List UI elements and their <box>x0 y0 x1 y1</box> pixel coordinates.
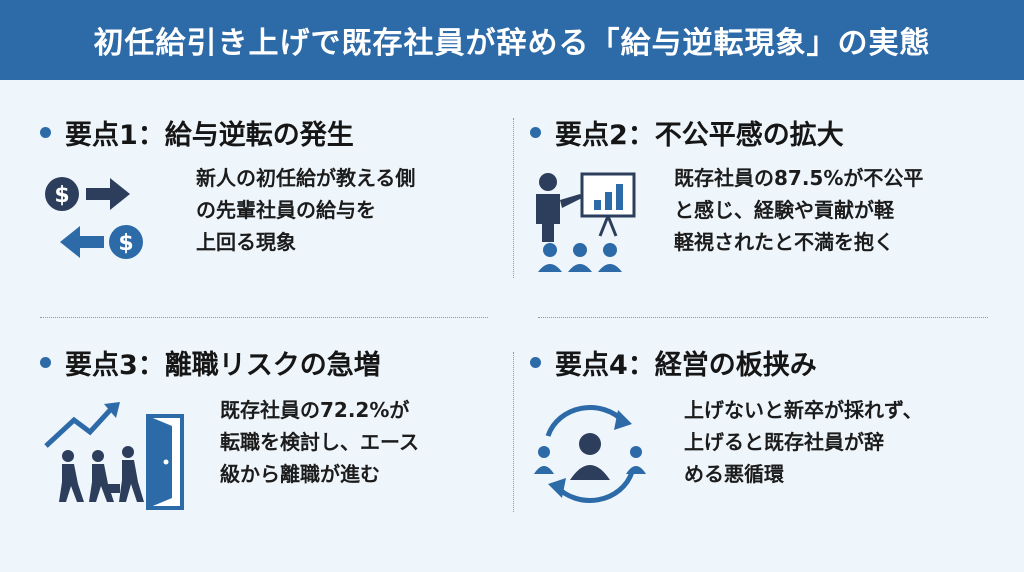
point-title-text-4: 要点4：経営の板挟み <box>555 349 817 381</box>
point-line: 上げると既存社員が辞 <box>684 430 884 454</box>
point-line: 転職を検討し、エース <box>220 430 419 454</box>
point-line: 新人の初任給が教える側 <box>196 166 416 190</box>
vicious-cycle-icon <box>534 405 646 503</box>
point-title-1: 要点1：給与逆転の発生 <box>40 110 500 154</box>
vertical-divider-bottom <box>513 352 514 512</box>
bullet-dot <box>530 356 541 368</box>
people-leaving-door-icon <box>44 402 184 510</box>
presentation-audience-icon <box>536 172 636 272</box>
point-line: 既存社員の72.2%が <box>220 398 410 422</box>
bullet-dot <box>40 126 51 138</box>
bullet-dot <box>530 126 541 138</box>
point-title-text-3: 要点3：離職リスクの急増 <box>65 349 381 381</box>
point-panel-3: 要点3：離職リスクの急増 既存社員の72.2%が 転職を検討し、エース 級から離… <box>40 340 500 550</box>
horizontal-divider-right <box>538 317 988 318</box>
point-line: める悪循環 <box>684 462 784 486</box>
header-banner: 初任給引き上げで既存社員が辞める「給与逆転現象」の実態 <box>0 0 1024 80</box>
horizontal-divider-left <box>40 317 488 318</box>
point-title-2: 要点2：不公平感の拡大 <box>530 110 1000 154</box>
point-title-4: 要点4：経営の板挟み <box>530 340 1000 384</box>
money-exchange-icon: $ $ <box>45 177 143 259</box>
svg-text:$: $ <box>54 183 69 208</box>
point-line: 上げないと新卒が採れず、 <box>684 398 923 422</box>
point-panel-4: 要点4：経営の板挟み 上げないと新卒が採れず、 上げると既存社員が辞 める悪循環 <box>530 340 1000 550</box>
point-line: 既存社員の87.5%が不公平 <box>674 166 924 190</box>
point-title-3: 要点3：離職リスクの急増 <box>40 340 500 384</box>
point-line: 上回る現象 <box>196 230 296 254</box>
svg-text:$: $ <box>118 231 133 256</box>
point-panel-1: 要点1：給与逆転の発生 $ $ 新人の初任給が教える側 の先輩社員の給与を 上回… <box>40 110 500 300</box>
point-line: 軽視されたと不満を抱く <box>674 230 894 254</box>
point-panel-2: 要点2：不公平感の拡大 既存社員の87.5%が不公平 と感じ、経験や貢献が軽 軽… <box>530 110 1000 300</box>
page-title: 初任給引き上げで既存社員が辞める「給与逆転現象」の実態 <box>93 26 931 61</box>
point-line: と感じ、経験や貢献が軽 <box>674 198 894 222</box>
point-title-text-2: 要点2：不公平感の拡大 <box>555 119 844 151</box>
bullet-dot <box>40 356 51 368</box>
point-line: 級から離職が進む <box>220 462 380 486</box>
point-line: の先輩社員の給与を <box>196 198 376 222</box>
point-title-text-1: 要点1：給与逆転の発生 <box>65 119 354 151</box>
vertical-divider-top <box>513 118 514 278</box>
